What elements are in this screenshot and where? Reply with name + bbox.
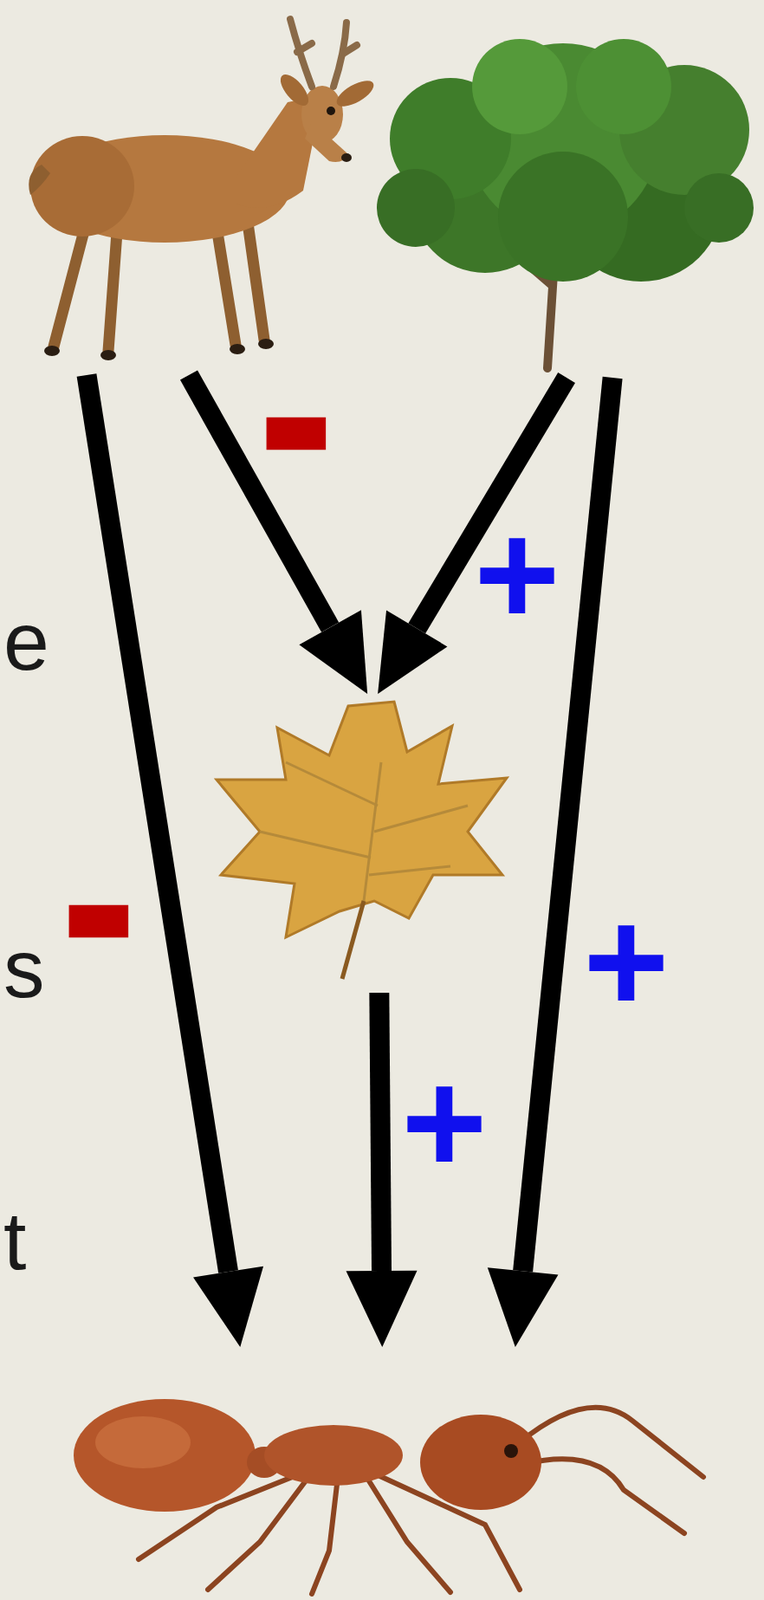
- deer-picture-part-part: [108, 232, 117, 351]
- tree-node: [367, 35, 760, 378]
- sign-label: +: [401, 1048, 487, 1196]
- deer-picture-part-part: [100, 349, 117, 361]
- ant-picture-part-part: [311, 1476, 338, 1594]
- deer-picture-part-part: [297, 43, 312, 52]
- ant-picture-part-part: [524, 1458, 685, 1534]
- arrow-line: [379, 992, 382, 1271]
- sign-label: +: [582, 887, 669, 1035]
- arrowhead: [193, 1266, 264, 1347]
- arrow-group: [377, 377, 567, 694]
- arrowhead: [346, 1270, 418, 1347]
- deer-picture-part: [304, 121, 349, 162]
- tree-picture-part-part: [576, 38, 672, 135]
- ant-picture-part-part: [519, 1407, 704, 1477]
- tree-picture-part-part: [472, 38, 568, 135]
- cut-text-fragment: t: [3, 1199, 26, 1282]
- tree-picture: [376, 38, 754, 369]
- ant-node: [61, 1346, 705, 1597]
- deer-picture-part-part: [229, 343, 246, 355]
- tree-picture-part: [376, 38, 754, 282]
- sign-label: -: [59, 761, 138, 1035]
- leaf-node: [213, 693, 511, 993]
- arrowhead: [298, 609, 368, 694]
- ant-picture-part: [504, 1443, 518, 1458]
- arrowhead: [377, 609, 447, 694]
- ant-picture-part: [264, 1424, 403, 1486]
- deer-picture-part-part: [343, 45, 357, 54]
- ant-picture-part: [73, 1398, 256, 1512]
- ant-picture: [73, 1398, 704, 1594]
- deer-picture-part-part: [216, 226, 236, 345]
- tree-picture-part-part: [376, 168, 455, 247]
- deer-picture-part: [28, 164, 51, 195]
- ant-picture-part: [420, 1414, 542, 1510]
- cut-text-fragment: e: [3, 600, 50, 683]
- leaf-picture-part-part: [374, 805, 468, 832]
- sign-label: -: [257, 273, 336, 547]
- leaf-picture-part: [342, 900, 364, 979]
- ant-picture-part: [95, 1416, 191, 1469]
- tree-picture-part-part: [684, 173, 754, 243]
- deer-picture-part: [326, 106, 336, 116]
- leaf-picture-part-part: [259, 831, 371, 858]
- deer-picture-part-part: [53, 220, 87, 347]
- deer-picture-part: [30, 135, 135, 237]
- leaf-picture-part-part: [369, 866, 451, 875]
- cut-text-fragment: s: [3, 927, 46, 1011]
- deer-picture-part-part: [290, 19, 312, 87]
- arrowhead: [487, 1267, 559, 1347]
- deer-picture-part: [290, 19, 357, 87]
- leaf-picture: [216, 701, 507, 979]
- deer-picture-part: [341, 153, 352, 162]
- leaf-picture-part: [259, 762, 468, 901]
- sign-label: +: [473, 499, 560, 648]
- deer-picture-part-part: [44, 345, 60, 357]
- deer-picture-part: [44, 338, 274, 361]
- tree-picture-part-part: [498, 151, 629, 282]
- leaf-picture-part-part: [285, 762, 378, 806]
- deer-picture-part: [332, 75, 378, 111]
